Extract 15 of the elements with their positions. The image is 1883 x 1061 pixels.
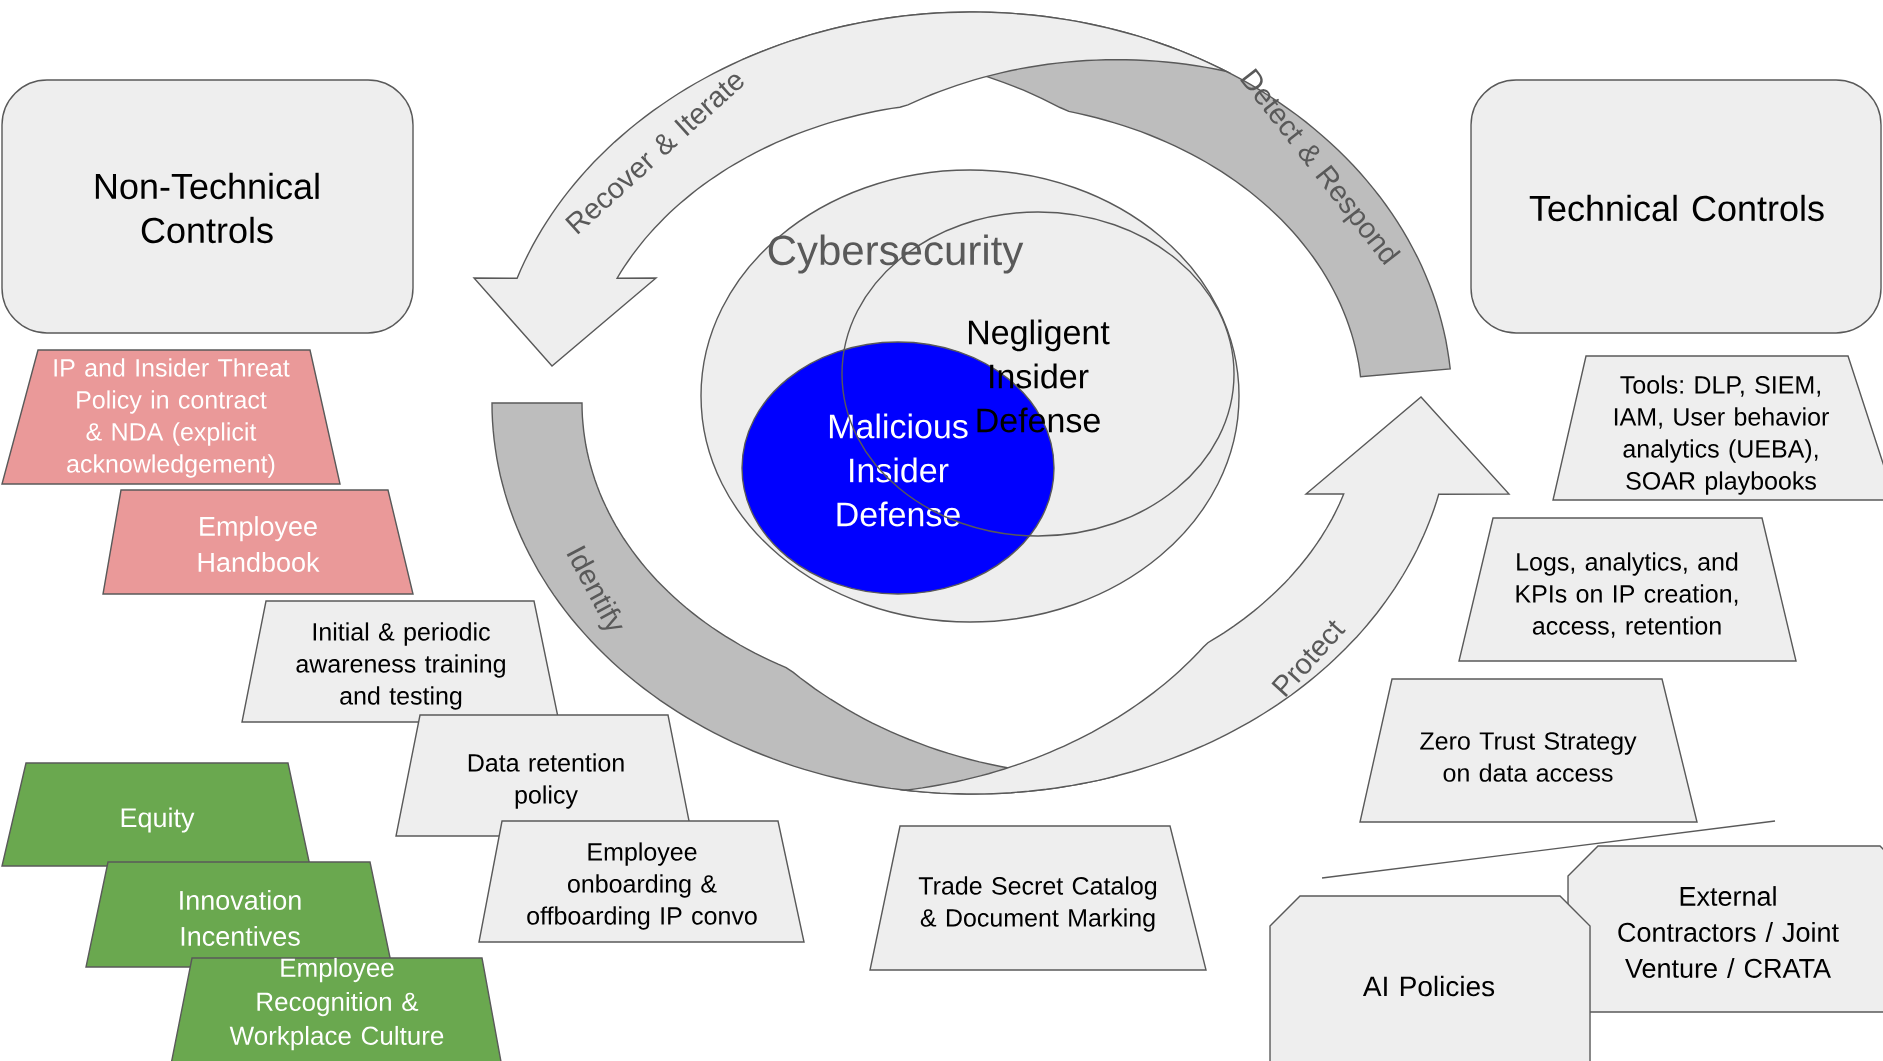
trapezoid-box: Initial & periodic awareness training and testing: [241, 600, 560, 723]
trapezoid-box: Employee Handbook: [102, 489, 414, 595]
trapezoid-box: Trade Secret Catalog & Document Marking: [869, 825, 1207, 971]
trapezoid-box: Zero Trust Strategy on data access: [1359, 678, 1698, 823]
trapezoid-box: Logs, analytics, and KPIs on IP creation, access, retention: [1458, 517, 1797, 662]
snipped-box: AI Policies: [1269, 895, 1591, 1061]
trapezoid-box: Employee onboarding & offboarding IP convo: [478, 820, 805, 943]
rounded-box: Non-Technical Controls: [1, 79, 414, 334]
rounded-box: Technical Controls: [1470, 79, 1882, 334]
snipped-box: External Contractors / Joint Venture / CRATA: [1567, 845, 1883, 1013]
trapezoid-box: IP and Insider Threat Policy in contract & NDA (explicit acknowledgement): [1, 349, 341, 485]
trapezoid-box: Data retention policy: [395, 714, 693, 837]
trapezoid-box: Tools: DLP, SIEM, IAM, User behavior analytics (UEBA), SOAR playbooks: [1552, 355, 1883, 501]
node-label: External Contractors / Joint Venture / CRATA: [1618, 886, 1839, 978]
trapezoid-box: Equity: [1, 762, 311, 867]
